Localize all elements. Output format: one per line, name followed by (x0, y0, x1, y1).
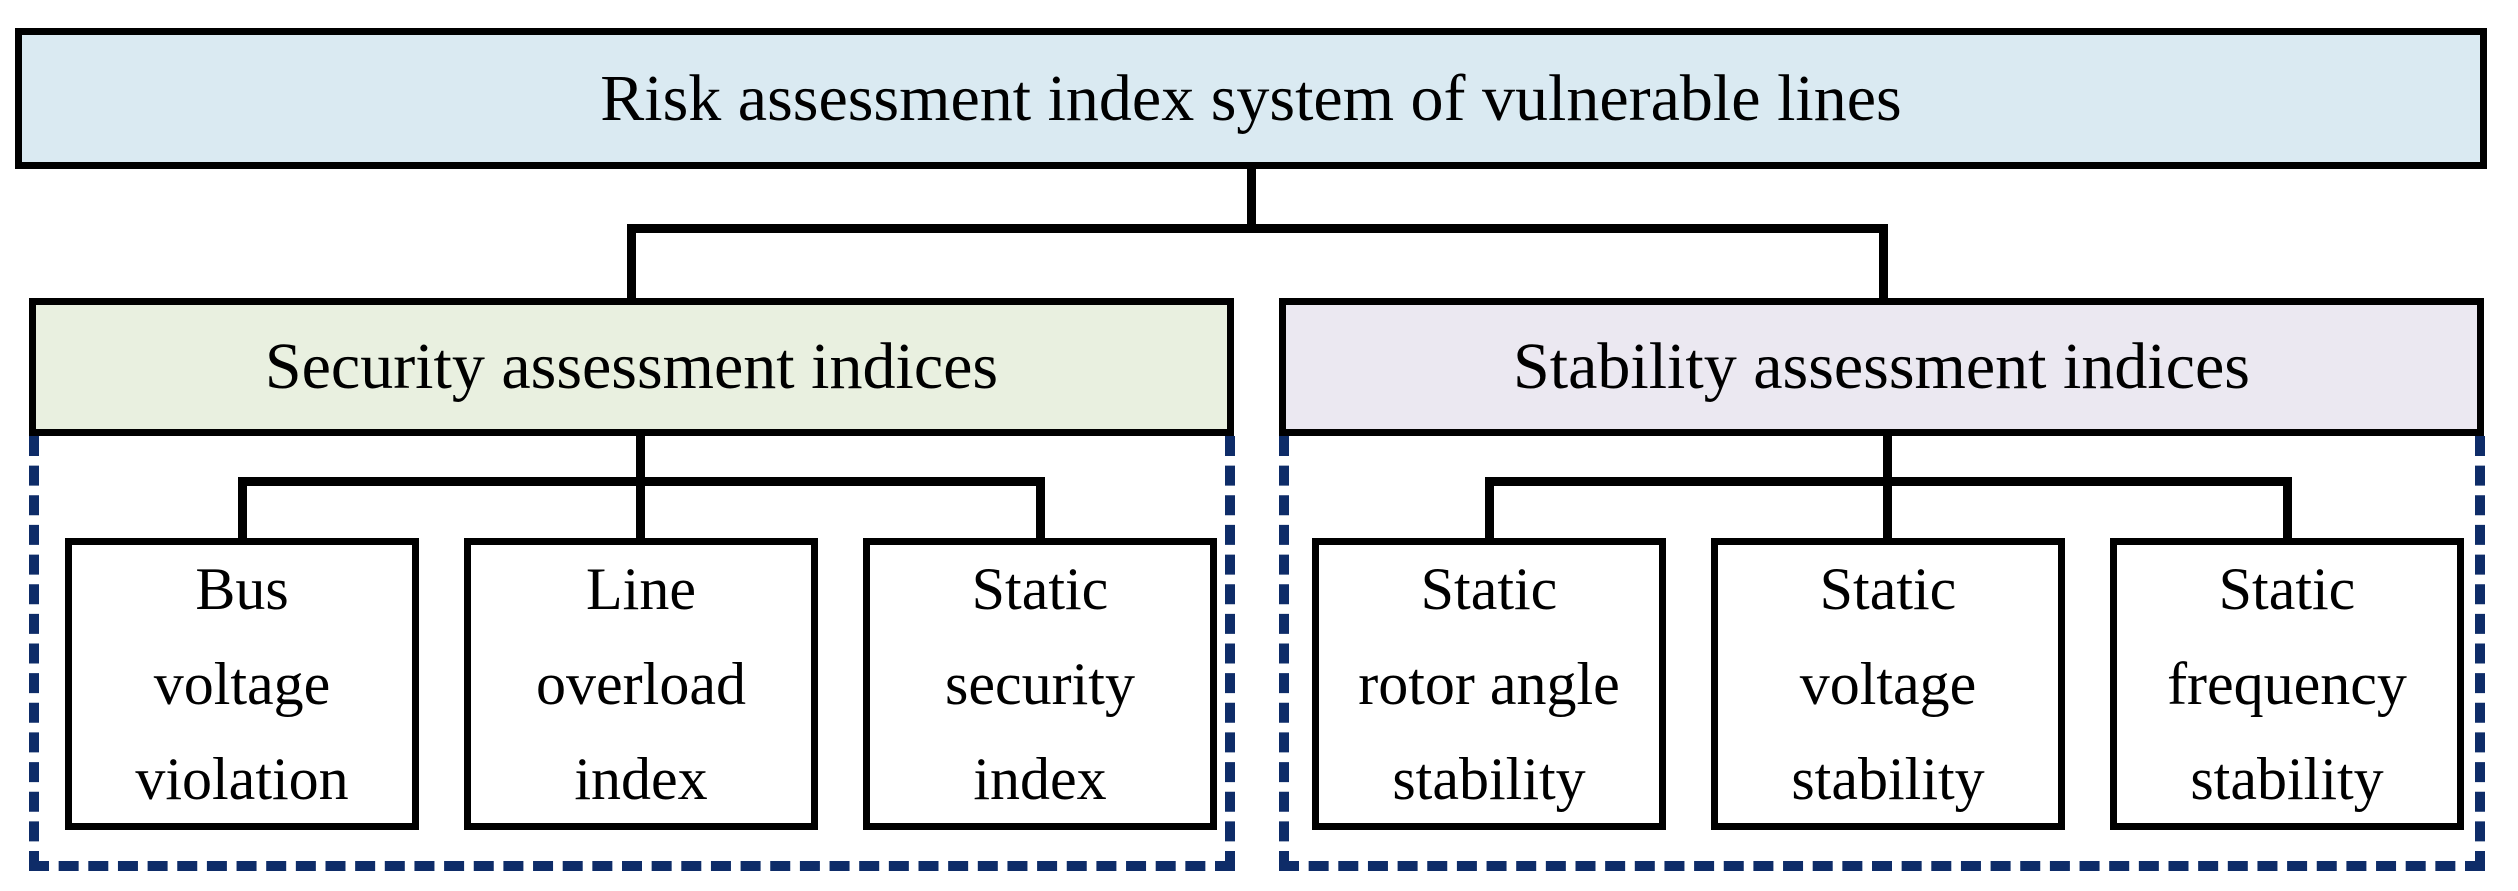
root-box-label: Risk assessment index system of vulnerab… (600, 61, 1902, 135)
connector-security-stub (636, 436, 645, 538)
leaf-line: Static (2218, 555, 2356, 622)
leaf-line: Static (1420, 555, 1558, 622)
connector-security-horizontal (238, 477, 1045, 486)
leaf-line: security (945, 650, 1135, 717)
leaf-line: voltage (1799, 650, 1977, 717)
leaf-box-static-rotor-angle-stability: Static rotor angle stability (1312, 538, 1666, 830)
root-box: Risk assessment index system of vulnerab… (15, 28, 2487, 169)
connector-drop-frequency (2283, 477, 2292, 538)
leaf-line: stability (2190, 745, 2384, 812)
leaf-line: violation (135, 745, 349, 812)
leaf-line: index (973, 745, 1107, 812)
connector-drop-stability (1879, 224, 1888, 298)
leaf-line: voltage (153, 650, 331, 717)
leaf-line: Bus (195, 555, 289, 622)
connector-drop-bus-voltage (238, 477, 247, 538)
connector-drop-security (627, 224, 636, 298)
leaf-line: frequency (2167, 650, 2407, 717)
leaf-line: stability (1392, 745, 1586, 812)
group-box-stability: Stability assessment indices (1279, 298, 2484, 436)
leaf-line: index (574, 745, 708, 812)
leaf-line: rotor angle (1358, 650, 1620, 717)
leaf-box-line-overload-index: Line overload index (464, 538, 818, 830)
leaf-line: overload (536, 650, 746, 717)
connector-root-stub (1247, 168, 1256, 233)
leaf-line: Static (1819, 555, 1957, 622)
leaf-box-static-voltage-stability: Static voltage stability (1711, 538, 2065, 830)
connector-stability-horizontal (1485, 477, 2292, 486)
stability-group-outline (1279, 436, 2485, 871)
leaf-line: Static (971, 555, 1109, 622)
connector-drop-static-security (1036, 477, 1045, 538)
group-box-stability-label: Stability assessment indices (1513, 330, 2250, 403)
leaf-box-bus-voltage-violation: Bus voltage violation (65, 538, 419, 830)
connector-level1-horizontal (627, 224, 1888, 233)
leaf-box-static-security-index: Static security index (863, 538, 1217, 830)
leaf-box-static-frequency-stability: Static frequency stability (2110, 538, 2464, 830)
security-group-outline (29, 436, 1235, 871)
group-box-security: Security assessment indices (29, 298, 1234, 436)
group-box-security-label: Security assessment indices (264, 330, 999, 403)
connector-drop-rotor-angle (1485, 477, 1494, 538)
leaf-line: stability (1791, 745, 1985, 812)
connector-stability-stub (1883, 436, 1892, 538)
leaf-line: Line (586, 555, 696, 622)
